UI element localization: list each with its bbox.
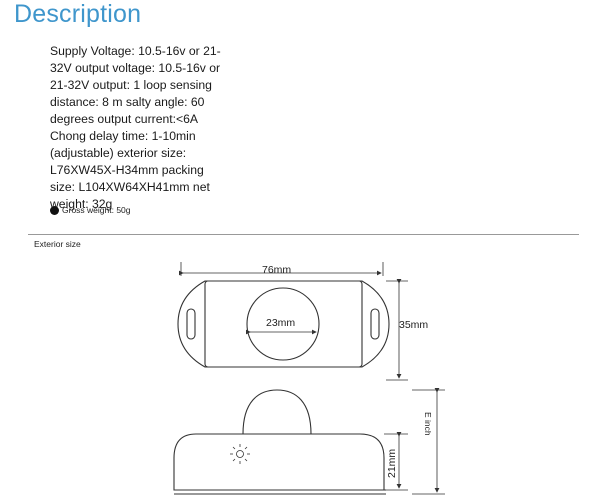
width-dimension-label: 76mm: [262, 264, 291, 276]
gross-weight-row: Gross weight: 50g: [50, 205, 131, 215]
gross-weight-text: Gross weight: 50g: [62, 205, 131, 215]
top-view: [177, 262, 408, 381]
spec-description: Supply Voltage: 10.5-16v or 21-32V outpu…: [50, 44, 221, 211]
bullet-icon: [50, 205, 59, 215]
side-view: [173, 388, 445, 495]
depth-dimension-label: 35mm: [399, 319, 428, 331]
height-dimension-label: 21mm: [386, 449, 398, 478]
side-height-label: E inch: [423, 412, 433, 436]
lens-dimension-label: 23mm: [266, 317, 295, 329]
section-divider: [28, 234, 579, 235]
indicator-light-icon: [230, 444, 250, 464]
page-title: Description: [14, 0, 142, 28]
exterior-size-label: Exterior size: [34, 239, 81, 249]
